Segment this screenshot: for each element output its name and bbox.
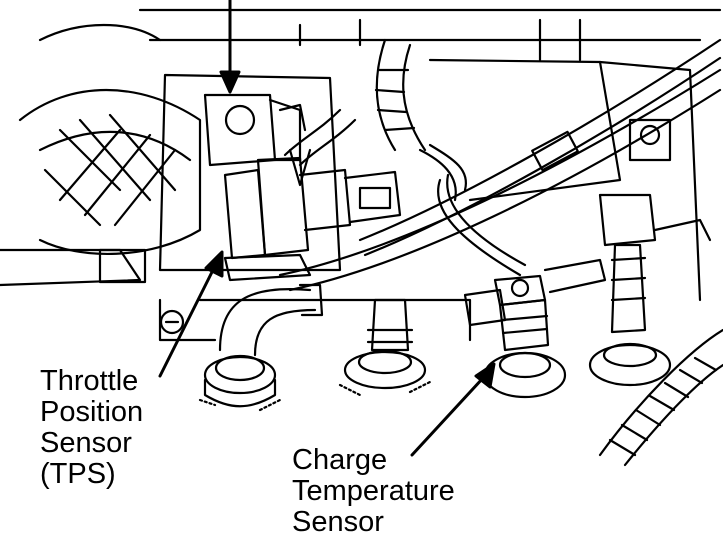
injector-left <box>198 354 282 412</box>
pointer-arrows <box>158 0 496 457</box>
elbow-hose <box>218 283 324 357</box>
engine-block <box>138 8 722 342</box>
throttle-body <box>203 93 307 167</box>
cts-arrow-head <box>474 362 496 389</box>
injector-middle <box>338 298 432 397</box>
vacuum-line <box>278 38 722 292</box>
top-arrow-head <box>219 70 241 94</box>
tps-label-line-4: (TPS) <box>40 458 116 490</box>
injector-right <box>588 193 712 387</box>
cts-label-line-3: Sensor <box>292 506 384 538</box>
tps-label: Throttle Position Sensor (TPS) <box>40 366 143 490</box>
cts-leader-line <box>410 376 485 457</box>
charge-temp-sensor-label: Charge Temperature Sensor <box>292 445 455 538</box>
tps-label-line-3: Sensor <box>40 427 132 459</box>
cts-label-line-1: Charge <box>292 444 388 476</box>
tps-leader-line <box>158 266 216 378</box>
cts-label-line-2: Temperature <box>292 475 455 507</box>
tps-arrow-head <box>204 250 224 278</box>
corrugated-hose <box>598 328 723 467</box>
intake-hose <box>0 23 202 287</box>
tps-label-line-1: Throttle <box>40 365 139 397</box>
tps-sensor <box>223 148 402 282</box>
tps-label-line-2: Position <box>40 396 144 428</box>
wire-harness <box>283 38 527 277</box>
